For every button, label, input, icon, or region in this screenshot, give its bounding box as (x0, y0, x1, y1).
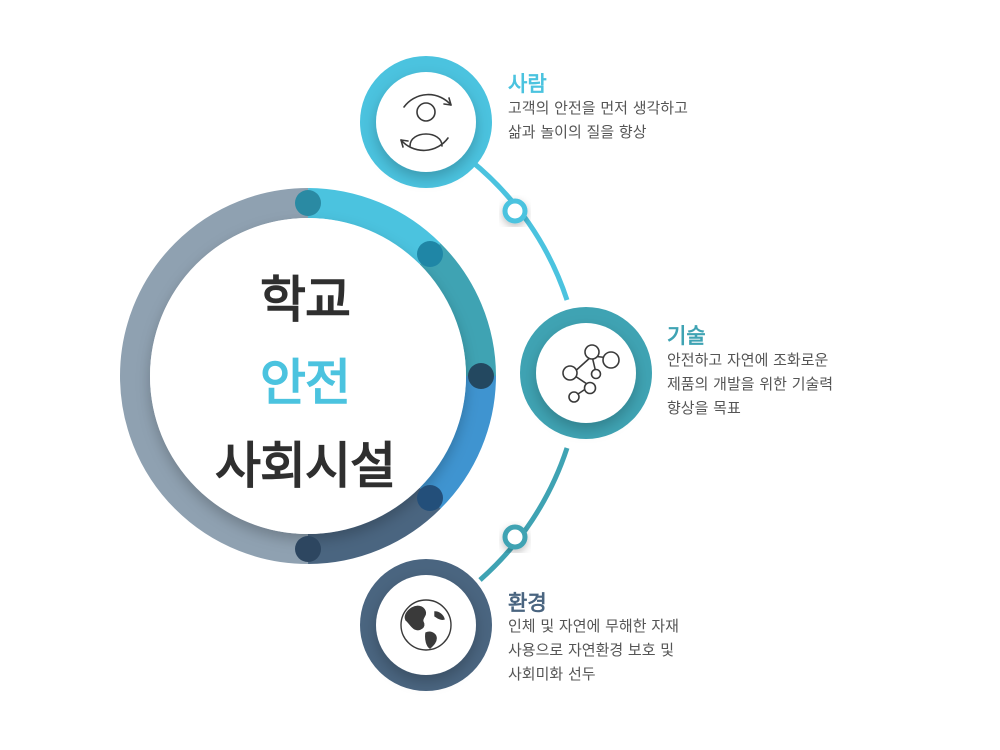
item-desc-person: 고객의 안전을 먼저 생각하고 삶과 놀이의 질을 향상 (508, 99, 688, 141)
main-ring (120, 188, 496, 564)
item-circle-env (360, 559, 492, 691)
ring-joint-dot (468, 363, 494, 389)
connector-node-top (502, 198, 528, 224)
item-circle-person (360, 56, 492, 188)
person-cycle-icon (400, 93, 452, 152)
connector-arc-bottom (478, 447, 570, 582)
ring-joint-dot (295, 190, 321, 216)
main-inner-circle (150, 218, 466, 534)
network-nodes-icon (562, 344, 620, 403)
center-title-line1: 학교 (260, 271, 351, 329)
globe-icon (400, 599, 452, 651)
item-desc-env: 인체 및 자연에 무해한 자재 사용으로 자연환경 보호 및 사회미화 선두 (508, 617, 679, 683)
item-title-env: 환경 (508, 591, 547, 615)
item-title-tech: 기술 (667, 324, 706, 348)
ring-joint-dot (417, 485, 443, 511)
item-title-person: 사람 (508, 72, 547, 96)
ring-joint-dot (417, 241, 443, 267)
center-title-line3: 사회시설 (215, 437, 396, 495)
item-desc-tech: 안전하고 자연에 조화로운 제품의 개발을 위한 기술력 향상을 목표 (667, 351, 834, 417)
connector-arc-top (468, 158, 570, 301)
item-circle-tech (520, 307, 652, 439)
connector-node-bottom (502, 524, 528, 550)
center-title-line2: 안전 (260, 354, 351, 412)
ring-joint-dot (295, 536, 321, 562)
